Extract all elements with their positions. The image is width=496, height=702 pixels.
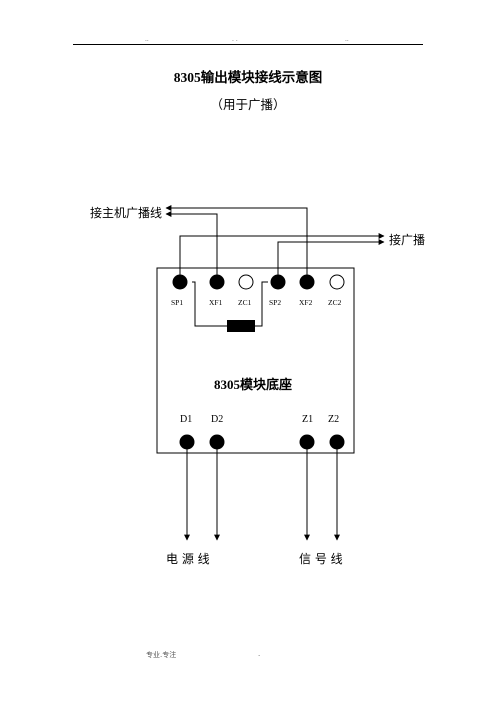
terminal-xf1 (209, 274, 225, 290)
eol-resistor (192, 281, 268, 327)
terminal-label: ZC1 (238, 298, 252, 307)
terminal-label: XF2 (299, 298, 313, 307)
broadcast-label: 接广播 (389, 233, 426, 247)
terminal-label: SP2 (269, 298, 282, 307)
terminal-label: Z2 (328, 414, 340, 425)
broadcast-wire (179, 233, 385, 281)
footer-left: 专业.专注 (146, 651, 177, 659)
terminal-xf2 (299, 274, 315, 290)
terminal-label: XF1 (209, 298, 223, 307)
terminal-label: Z1 (302, 414, 314, 425)
module-base-label: 8305模块底座 (214, 377, 293, 392)
bottom-wires (184, 442, 340, 541)
diagram-subtitle: （用于广播） (210, 98, 286, 112)
header-rule (73, 44, 423, 45)
header-dots-mid: . . (232, 36, 238, 43)
terminal-label: D2 (211, 414, 224, 425)
terminal-label: D1 (180, 414, 193, 425)
footer-right: . (258, 650, 261, 658)
terminal-sp1 (172, 274, 188, 290)
module-base-box (156, 267, 355, 454)
host-line-label: 接主机广播线 (90, 206, 163, 220)
header-dots-right: .. (345, 36, 349, 43)
resistor-body (227, 320, 255, 332)
terminal-zc2 (329, 274, 345, 290)
terminal-d2 (209, 434, 225, 450)
diagram-title: 8305输出模块接线示意图 (173, 70, 323, 85)
terminal-sp2 (270, 274, 286, 290)
signal-line-label: 信 号 线 (299, 552, 343, 566)
terminal-d1 (179, 434, 195, 450)
terminal-zc1 (238, 274, 254, 290)
power-line-label: 电 源 线 (166, 552, 210, 566)
terminal-z2 (329, 434, 345, 450)
header-dots-left: .. (145, 36, 149, 43)
terminal-label: ZC2 (328, 298, 342, 307)
terminal-z1 (299, 434, 315, 450)
terminal-label: SP1 (171, 298, 184, 307)
host-wire (165, 205, 308, 281)
